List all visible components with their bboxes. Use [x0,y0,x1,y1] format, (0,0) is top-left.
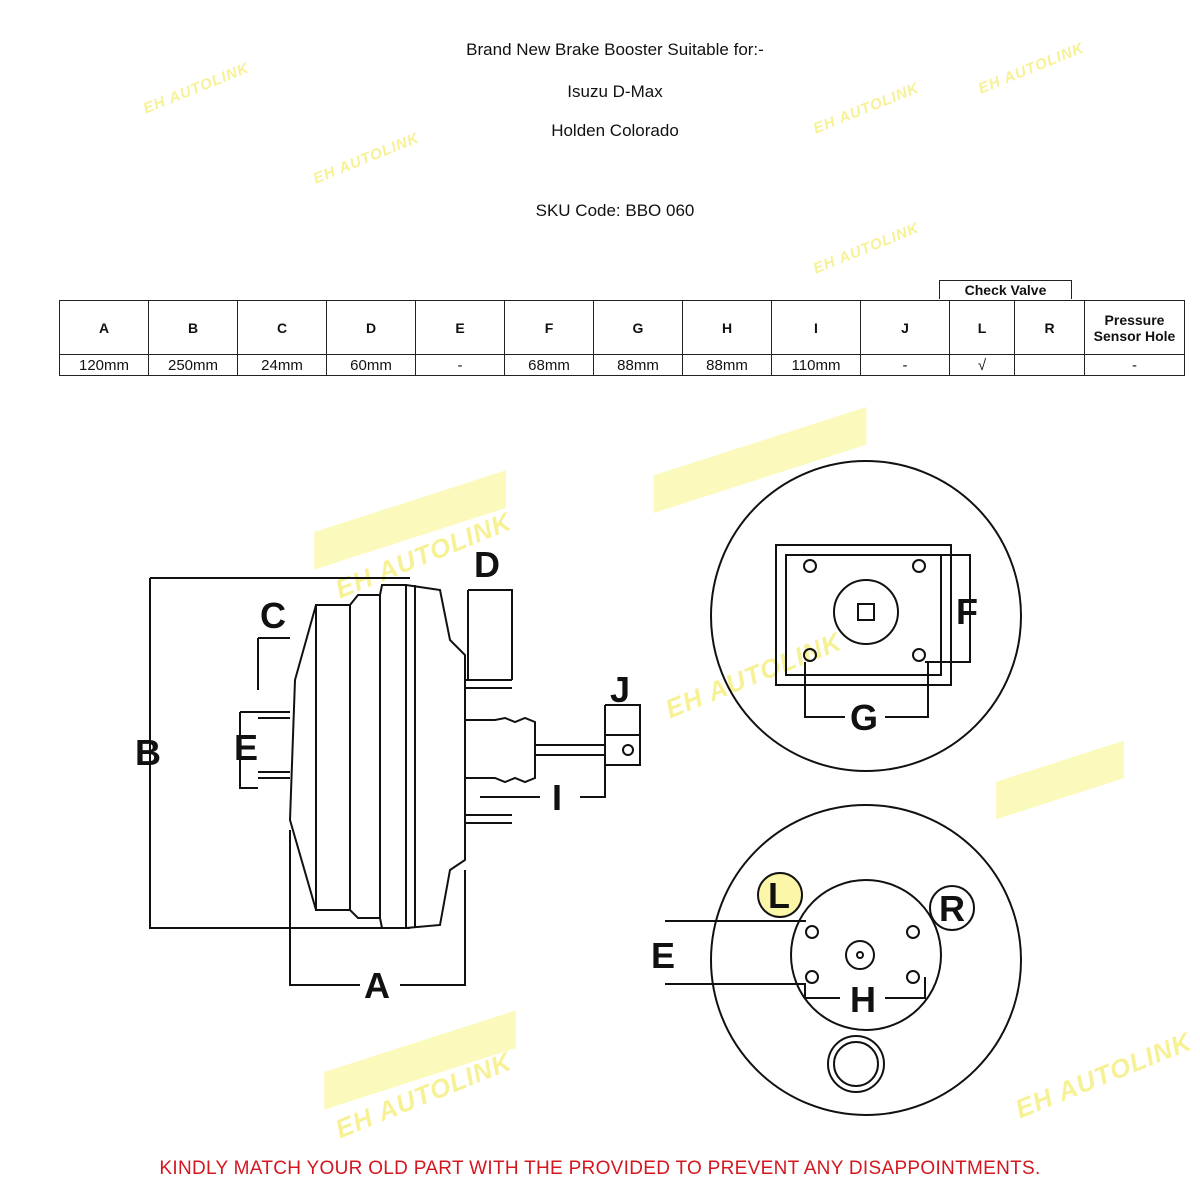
label-L: L [768,875,790,916]
column-header: L [949,300,1015,355]
label-E-rear: E [651,935,675,976]
dimension-value: 24mm [237,354,327,376]
label-C: C [260,595,286,636]
dimension-value: 88mm [682,354,772,376]
label-B: B [135,732,161,773]
sku-code: SKU Code: BBO 060 [535,201,695,220]
column-header: C [237,300,327,355]
dimension-value: 120mm [59,354,149,376]
label-J: J [610,669,630,710]
dimension-value: 88mm [593,354,683,376]
vehicle-2: Holden Colorado [551,121,679,140]
dimension-value: 110mm [771,354,861,376]
product-title: Brand New Brake Booster Suitable for:- [466,40,764,59]
label-D: D [474,544,500,585]
column-header: Pressure Sensor Hole [1084,300,1185,355]
dimension-value: 250mm [148,354,238,376]
booster-side-view [149,577,641,986]
label-A: A [364,965,390,1006]
label-H: H [850,979,876,1020]
dimension-value: 68mm [504,354,594,376]
column-header: H [682,300,772,355]
column-header: D [326,300,416,355]
dimension-value: - [860,354,950,376]
booster-front-view [710,460,1022,772]
check-valve-header: Check Valve [939,280,1072,299]
label-I: I [552,777,562,818]
vehicle-1: Isuzu D-Max [567,82,663,101]
label-E: E [234,727,258,768]
label-R: R [939,888,965,929]
dimension-value: - [1084,354,1185,376]
booster-rear-view [665,804,1022,1116]
label-G: G [850,697,878,738]
disclaimer-footer: KINDLY MATCH YOUR OLD PART WITH THE PROV… [159,1158,1041,1179]
label-F: F [956,591,978,632]
